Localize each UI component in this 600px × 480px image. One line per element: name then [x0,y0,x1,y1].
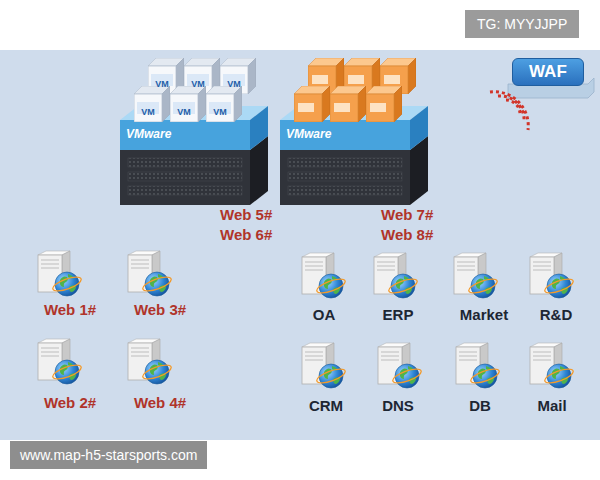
node-text: WAF [529,62,567,82]
server-label: Web 5# [220,207,272,224]
art-use [454,253,499,298]
node-text: TG: MYYJJPP [477,16,567,32]
art-use [456,343,501,388]
art-rect [128,158,242,167]
url-box: www.map-h5-starsports.com [10,441,207,469]
server-label: Web 3# [134,302,186,319]
art-path [498,96,524,122]
vm-tag: VM [227,80,241,90]
server-label: Web 1# [44,302,96,319]
server-label: Mail [537,398,566,415]
art-use [302,343,347,388]
server-label: CRM [309,398,343,415]
background-panel [0,50,600,440]
vm-tag: VM [141,108,155,118]
art-rect [128,186,242,195]
art-use [302,253,347,298]
server-label: DNS [382,398,414,415]
art-use [378,343,423,388]
art-use [38,251,83,296]
art-use [374,253,419,298]
art-use [128,339,173,384]
server-label: OA [313,307,336,324]
art-rect [288,186,402,195]
server-label: Web 8# [381,227,433,244]
art-rect [288,172,402,181]
server-label: Web 7# [381,207,433,224]
node-text: VMware [286,127,331,141]
art-rect [128,172,242,181]
server-label: Web 4# [134,395,186,412]
wireless-signal [490,92,528,130]
art-use [128,251,173,296]
server-label: ERP [383,307,414,324]
virtualization-band: VMware [124,125,173,143]
art-use [38,339,83,384]
art-polygon [410,106,428,150]
art-path [490,92,528,130]
watermark-box: TG: MYYJJPP [465,10,579,38]
art-use [170,86,206,122]
art-use [530,253,575,298]
server-label: Web 2# [44,395,96,412]
node-text: www.map-h5-starsports.com [20,447,197,463]
server-label: Market [460,307,508,324]
node-text: VMware [126,127,171,141]
server-label: DB [469,398,491,415]
art-rect [120,150,250,205]
art-polygon [250,106,268,150]
vm-tag: VM [177,108,191,118]
vm-tag: VM [191,80,205,90]
art-use [530,343,575,388]
server-label: R&D [540,307,573,324]
art-rect [280,120,410,150]
virtualization-band: VMware [284,125,333,143]
art-use [366,86,402,122]
container-cubes [294,58,416,122]
server-label: Web 6# [220,227,272,244]
server-icons [38,251,575,388]
art-use [134,86,170,122]
art-use [206,86,242,122]
vm-cubes [134,58,256,122]
waf-box: WAF [512,58,584,86]
art-use [330,86,366,122]
vm-tag: VM [155,80,169,90]
vm-tag: VM [213,108,227,118]
art-rect [120,120,250,150]
art-use [294,86,330,122]
art-rect [288,158,402,167]
art-rect [280,150,410,205]
